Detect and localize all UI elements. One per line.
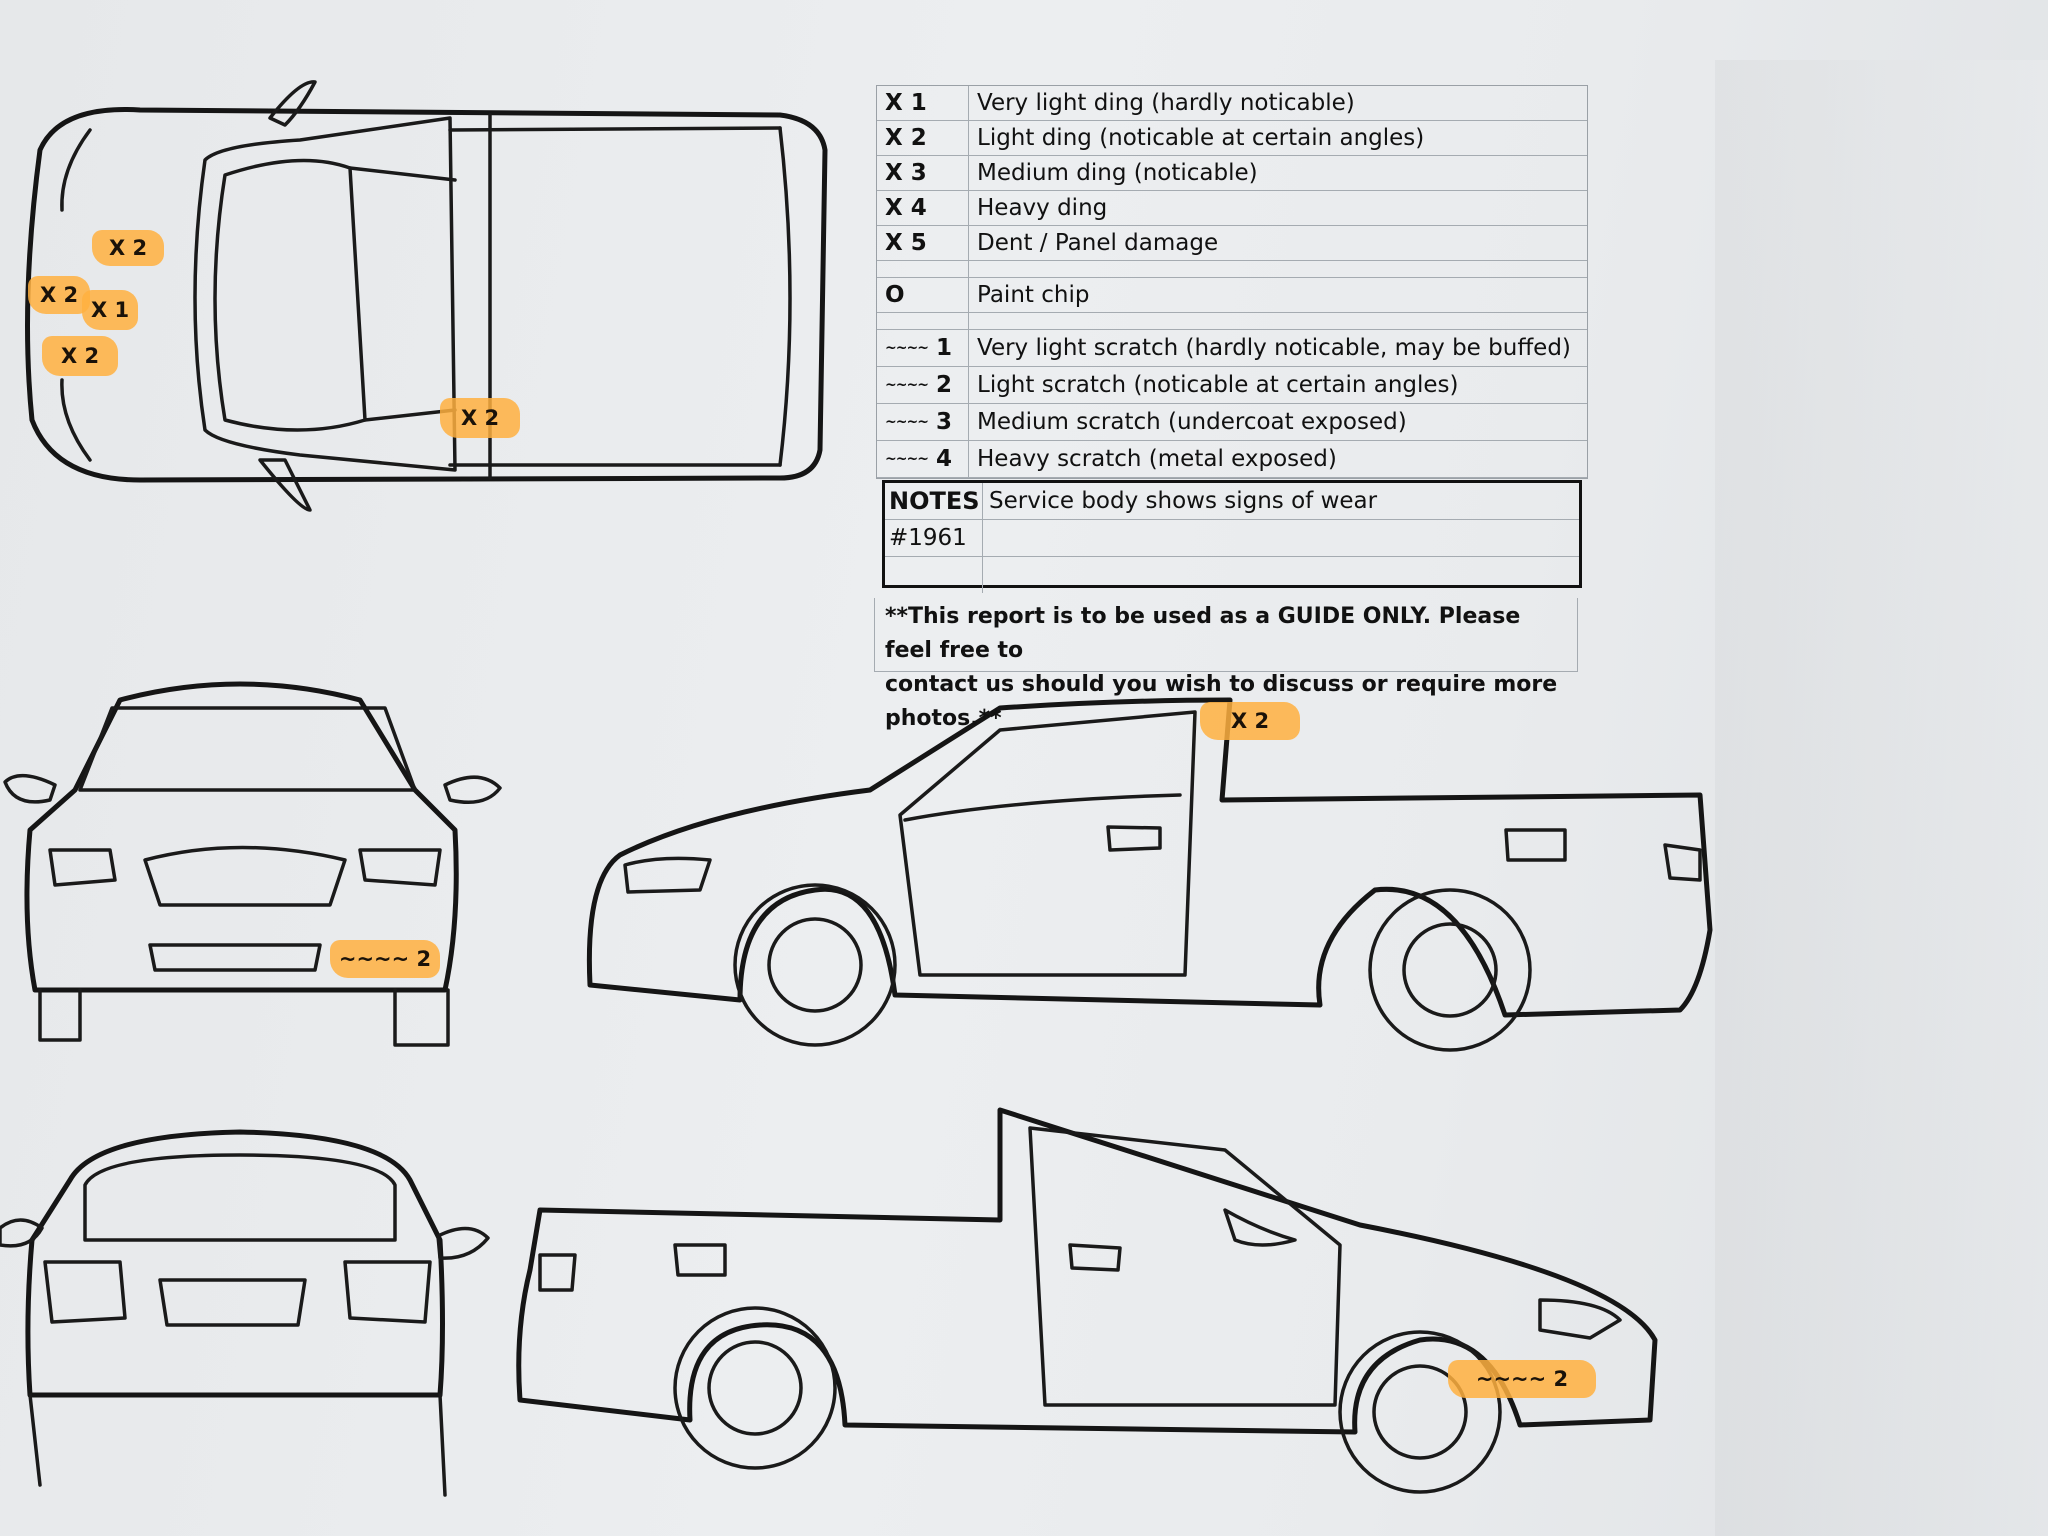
top-view-diagram [25, 80, 828, 512]
legend-spacer [877, 261, 1587, 278]
legend-desc: Light ding (noticable at certain angles) [977, 125, 1425, 151]
legend-code: ~~~~ 4 [877, 441, 969, 477]
damage-marker-front-bumper: ~~~~ 2 [330, 940, 440, 978]
damage-marker-top-door: X 2 [440, 398, 520, 438]
scratch-squiggle-icon: ~~~~ [885, 377, 929, 393]
legend-row-x3: X 3 Medium ding (noticable) [877, 156, 1587, 191]
damage-marker-top-lower: X 2 [42, 336, 118, 376]
damage-marker-top-x1: X 1 [82, 290, 138, 330]
notes-empty-row [885, 557, 1579, 593]
legend-desc: Light scratch (noticable at certain angl… [977, 372, 1459, 398]
notes-text: Service body shows signs of wear [989, 488, 1378, 514]
legend-code: X 3 [877, 156, 969, 190]
disclaimer: **This report is to be used as a GUIDE O… [874, 598, 1578, 731]
damage-legend-table: X 1 Very light ding (hardly noticable) X… [876, 85, 1588, 479]
legend-desc: Very light scratch (hardly noticable, ma… [977, 335, 1571, 361]
legend-code: ~~~~ 1 [877, 330, 969, 366]
legend-code: ~~~~ 3 [877, 404, 969, 440]
scratch-squiggle-icon: ~~~~ [885, 451, 929, 467]
legend-code: X 4 [877, 191, 969, 225]
legend-row-scratch-4: ~~~~ 4 Heavy scratch (metal exposed) [877, 441, 1587, 478]
disclaimer-line-1: **This report is to be used as a GUIDE O… [885, 604, 1521, 663]
legend-code: X 1 [877, 86, 969, 120]
disclaimer-line-2: contact us should you wish to discuss or… [885, 672, 1558, 731]
notes-box: NOTES Service body shows signs of wear #… [882, 480, 1582, 593]
damage-marker-top-left: X 2 [28, 276, 90, 314]
damage-marker-rear-side-wheel: ~~~~ 2 [1448, 1360, 1596, 1398]
legend-spacer [877, 313, 1587, 330]
legend-code: O [877, 278, 969, 312]
legend-code: X 5 [877, 226, 969, 260]
front-view-diagram [3, 681, 502, 1047]
legend-row-scratch-2: ~~~~ 2 Light scratch (noticable at certa… [877, 367, 1587, 404]
legend-row-x1: X 1 Very light ding (hardly noticable) [877, 86, 1587, 121]
legend-desc: Paint chip [977, 282, 1090, 308]
legend-row-chip: O Paint chip [877, 278, 1587, 313]
damage-marker-side-roof: X 2 [1200, 702, 1300, 740]
legend-row-x2: X 2 Light ding (noticable at certain ang… [877, 121, 1587, 156]
legend-desc: Medium ding (noticable) [977, 160, 1258, 186]
legend-row-x4: X 4 Heavy ding [877, 191, 1587, 226]
side-view-left-diagram [586, 697, 1713, 1052]
side-view-right-diagram [516, 1107, 1658, 1494]
scratch-squiggle-icon: ~~~~ [885, 414, 929, 430]
notes-label: NOTES [885, 483, 983, 519]
legend-desc: Heavy ding [977, 195, 1108, 221]
notes-ref-row: #1961 [885, 520, 1579, 557]
legend-desc: Heavy scratch (metal exposed) [977, 446, 1337, 472]
rear-view-diagram [0, 1129, 490, 1497]
legend-desc: Very light ding (hardly noticable) [977, 90, 1355, 116]
legend-row-scratch-1: ~~~~ 1 Very light scratch (hardly notica… [877, 330, 1587, 367]
legend-row-x5: X 5 Dent / Panel damage [877, 226, 1587, 261]
paper-shadow [1715, 60, 2048, 1536]
damage-marker-top-hood: X 2 [92, 230, 164, 266]
notes-ref: #1961 [885, 520, 983, 556]
scratch-squiggle-icon: ~~~~ [885, 340, 929, 356]
legend-code: ~~~~ 2 [877, 367, 969, 403]
legend-desc: Dent / Panel damage [977, 230, 1219, 256]
legend-row-scratch-3: ~~~~ 3 Medium scratch (undercoat exposed… [877, 404, 1587, 441]
legend-desc: Medium scratch (undercoat exposed) [977, 409, 1407, 435]
legend-code: X 2 [877, 121, 969, 155]
notes-row: NOTES Service body shows signs of wear [885, 483, 1579, 520]
